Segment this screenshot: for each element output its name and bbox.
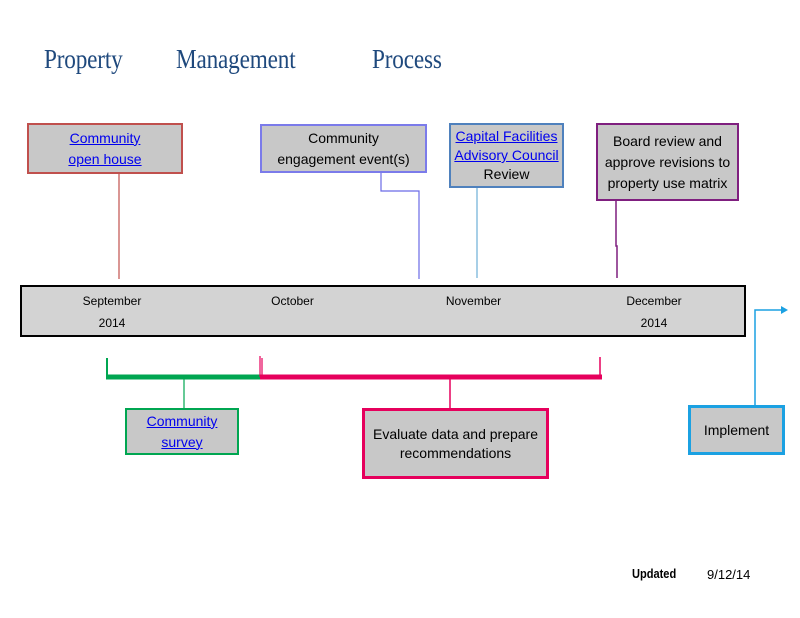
timeline-december: December 2014 (564, 285, 746, 337)
timeline-year: 2014 (98, 316, 126, 330)
evaluate-line1: Evaluate data and prepare (372, 425, 538, 442)
capital-facilities-link-line1[interactable]: Capital Facilities (455, 128, 558, 144)
timeline-year: 2014 (640, 316, 668, 330)
board-line1: Board review and (613, 132, 722, 149)
capital-review-text: Review (483, 166, 530, 182)
community-engagement-box: Community engagement event(s) (260, 124, 427, 173)
implement-connector (754, 309, 782, 405)
board-review-box: Board review and approve revisions to pr… (596, 123, 739, 201)
implement-box: Implement (688, 405, 785, 455)
community-open-house-box: Community open house (27, 123, 183, 174)
title-word-property: Property (44, 44, 123, 74)
community-survey-link-line2[interactable]: survey (161, 433, 203, 450)
updated-date: 9/12/14 (707, 567, 751, 582)
timeline-november: November (383, 285, 566, 337)
board-connector (615, 200, 618, 278)
timeline-september: September 2014 (20, 285, 204, 337)
community-survey-box: Community survey (125, 408, 239, 455)
evaluate-data-box: Evaluate data and prepare recommendation… (362, 408, 549, 479)
timeline-month: October (271, 294, 314, 308)
board-line3: property use matrix (607, 174, 728, 191)
title-word-management: Management (176, 44, 296, 74)
evaluate-line2: recommendations (399, 444, 512, 461)
timeline-month: November (445, 294, 502, 308)
title-word-process: Process (372, 44, 442, 74)
implement-arrowhead (781, 306, 788, 314)
implement-label: Implement (703, 421, 770, 438)
timeline-month: September (82, 294, 142, 308)
timeline-october: October (202, 285, 385, 337)
timeline-month: December (626, 294, 682, 308)
community-survey-link-line1[interactable]: Community (146, 412, 218, 429)
updated-label: Updated (632, 566, 677, 581)
engagement-line2: engagement event(s) (277, 150, 410, 167)
board-line2: approve revisions to (604, 153, 731, 170)
engagement-connector (380, 172, 420, 279)
community-open-house-link-line2[interactable]: open house (68, 150, 142, 167)
capital-facilities-link-line2[interactable]: Advisory Council (454, 147, 559, 163)
engagement-line1: Community (308, 129, 379, 146)
capital-facilities-box: Capital Facilities Advisory Council Revi… (449, 123, 564, 188)
community-open-house-link-line1[interactable]: Community (69, 129, 141, 146)
